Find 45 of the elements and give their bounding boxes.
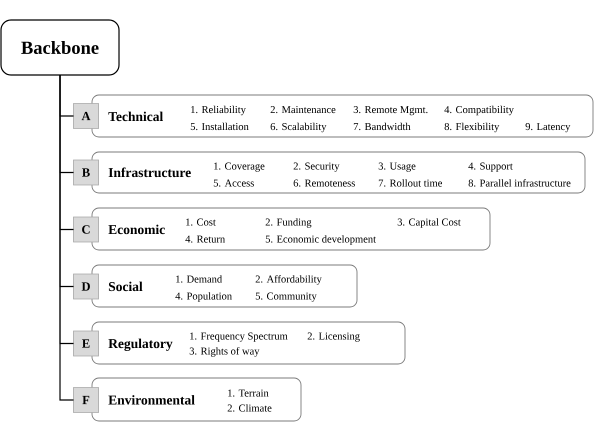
list-item: 8. Parallel infrastructure bbox=[468, 179, 570, 187]
list-item: 5. Access bbox=[214, 180, 254, 187]
list-item: 1. Reliability bbox=[191, 106, 246, 116]
category-heading: Economic bbox=[108, 224, 165, 234]
list-item: 4. Support bbox=[468, 162, 513, 172]
letter-box: F bbox=[73, 387, 99, 413]
list-item: 3. Remote Mgmt. bbox=[354, 106, 428, 116]
list-item: 7. Rollout time bbox=[378, 179, 442, 187]
list-item: 5. Community bbox=[256, 292, 317, 302]
list-item: 3. Usage bbox=[378, 162, 416, 172]
letter-box: C bbox=[73, 216, 99, 242]
list-item: 8. Flexibility bbox=[444, 122, 500, 132]
list-item: 5. Economic development bbox=[266, 235, 376, 245]
list-item: 2. Licensing bbox=[308, 332, 360, 342]
list-item: 4. Return bbox=[185, 236, 225, 243]
list-item: 1. Demand bbox=[176, 275, 222, 283]
category-heading: Social bbox=[108, 282, 142, 292]
category-heading: Infrastructure bbox=[108, 168, 191, 178]
category-heading: Regulatory bbox=[108, 338, 173, 351]
letter-box: D bbox=[73, 274, 99, 300]
category-heading: Technical bbox=[108, 112, 163, 122]
list-item: 5. Installation bbox=[190, 122, 249, 130]
letter-box: B bbox=[73, 160, 99, 186]
list-item: 1. Terrain bbox=[228, 390, 269, 397]
list-item: 2. Funding bbox=[266, 218, 312, 228]
list-item: 4. Compatibility bbox=[444, 106, 514, 116]
list-item: 2. Affordability bbox=[256, 275, 322, 285]
list-item: 6. Scalability bbox=[270, 122, 326, 132]
list-item: 9. Latency bbox=[526, 123, 570, 132]
category-heading: Environmental bbox=[108, 395, 195, 405]
letter-box: A bbox=[73, 103, 99, 129]
list-item: 1. Frequency Spectrum bbox=[190, 332, 288, 342]
list-item: 1. Cost bbox=[186, 218, 216, 226]
list-item: 1. Coverage bbox=[214, 162, 264, 172]
list-item: 2. Security bbox=[294, 162, 340, 172]
list-item: 2. Maintenance bbox=[270, 106, 336, 114]
list-item: 3. Rights of way bbox=[190, 347, 260, 357]
list-item: 4. Population bbox=[175, 292, 232, 302]
list-item: 3. Capital Cost bbox=[398, 218, 461, 228]
letter-box: E bbox=[73, 330, 99, 356]
list-item: 6. Remoteness bbox=[294, 180, 355, 187]
connector-line bbox=[59, 75, 74, 401]
root-box: Backbone bbox=[0, 19, 120, 76]
list-item: 2. Climate bbox=[228, 404, 272, 412]
list-item: 7. Bandwidth bbox=[354, 122, 411, 130]
